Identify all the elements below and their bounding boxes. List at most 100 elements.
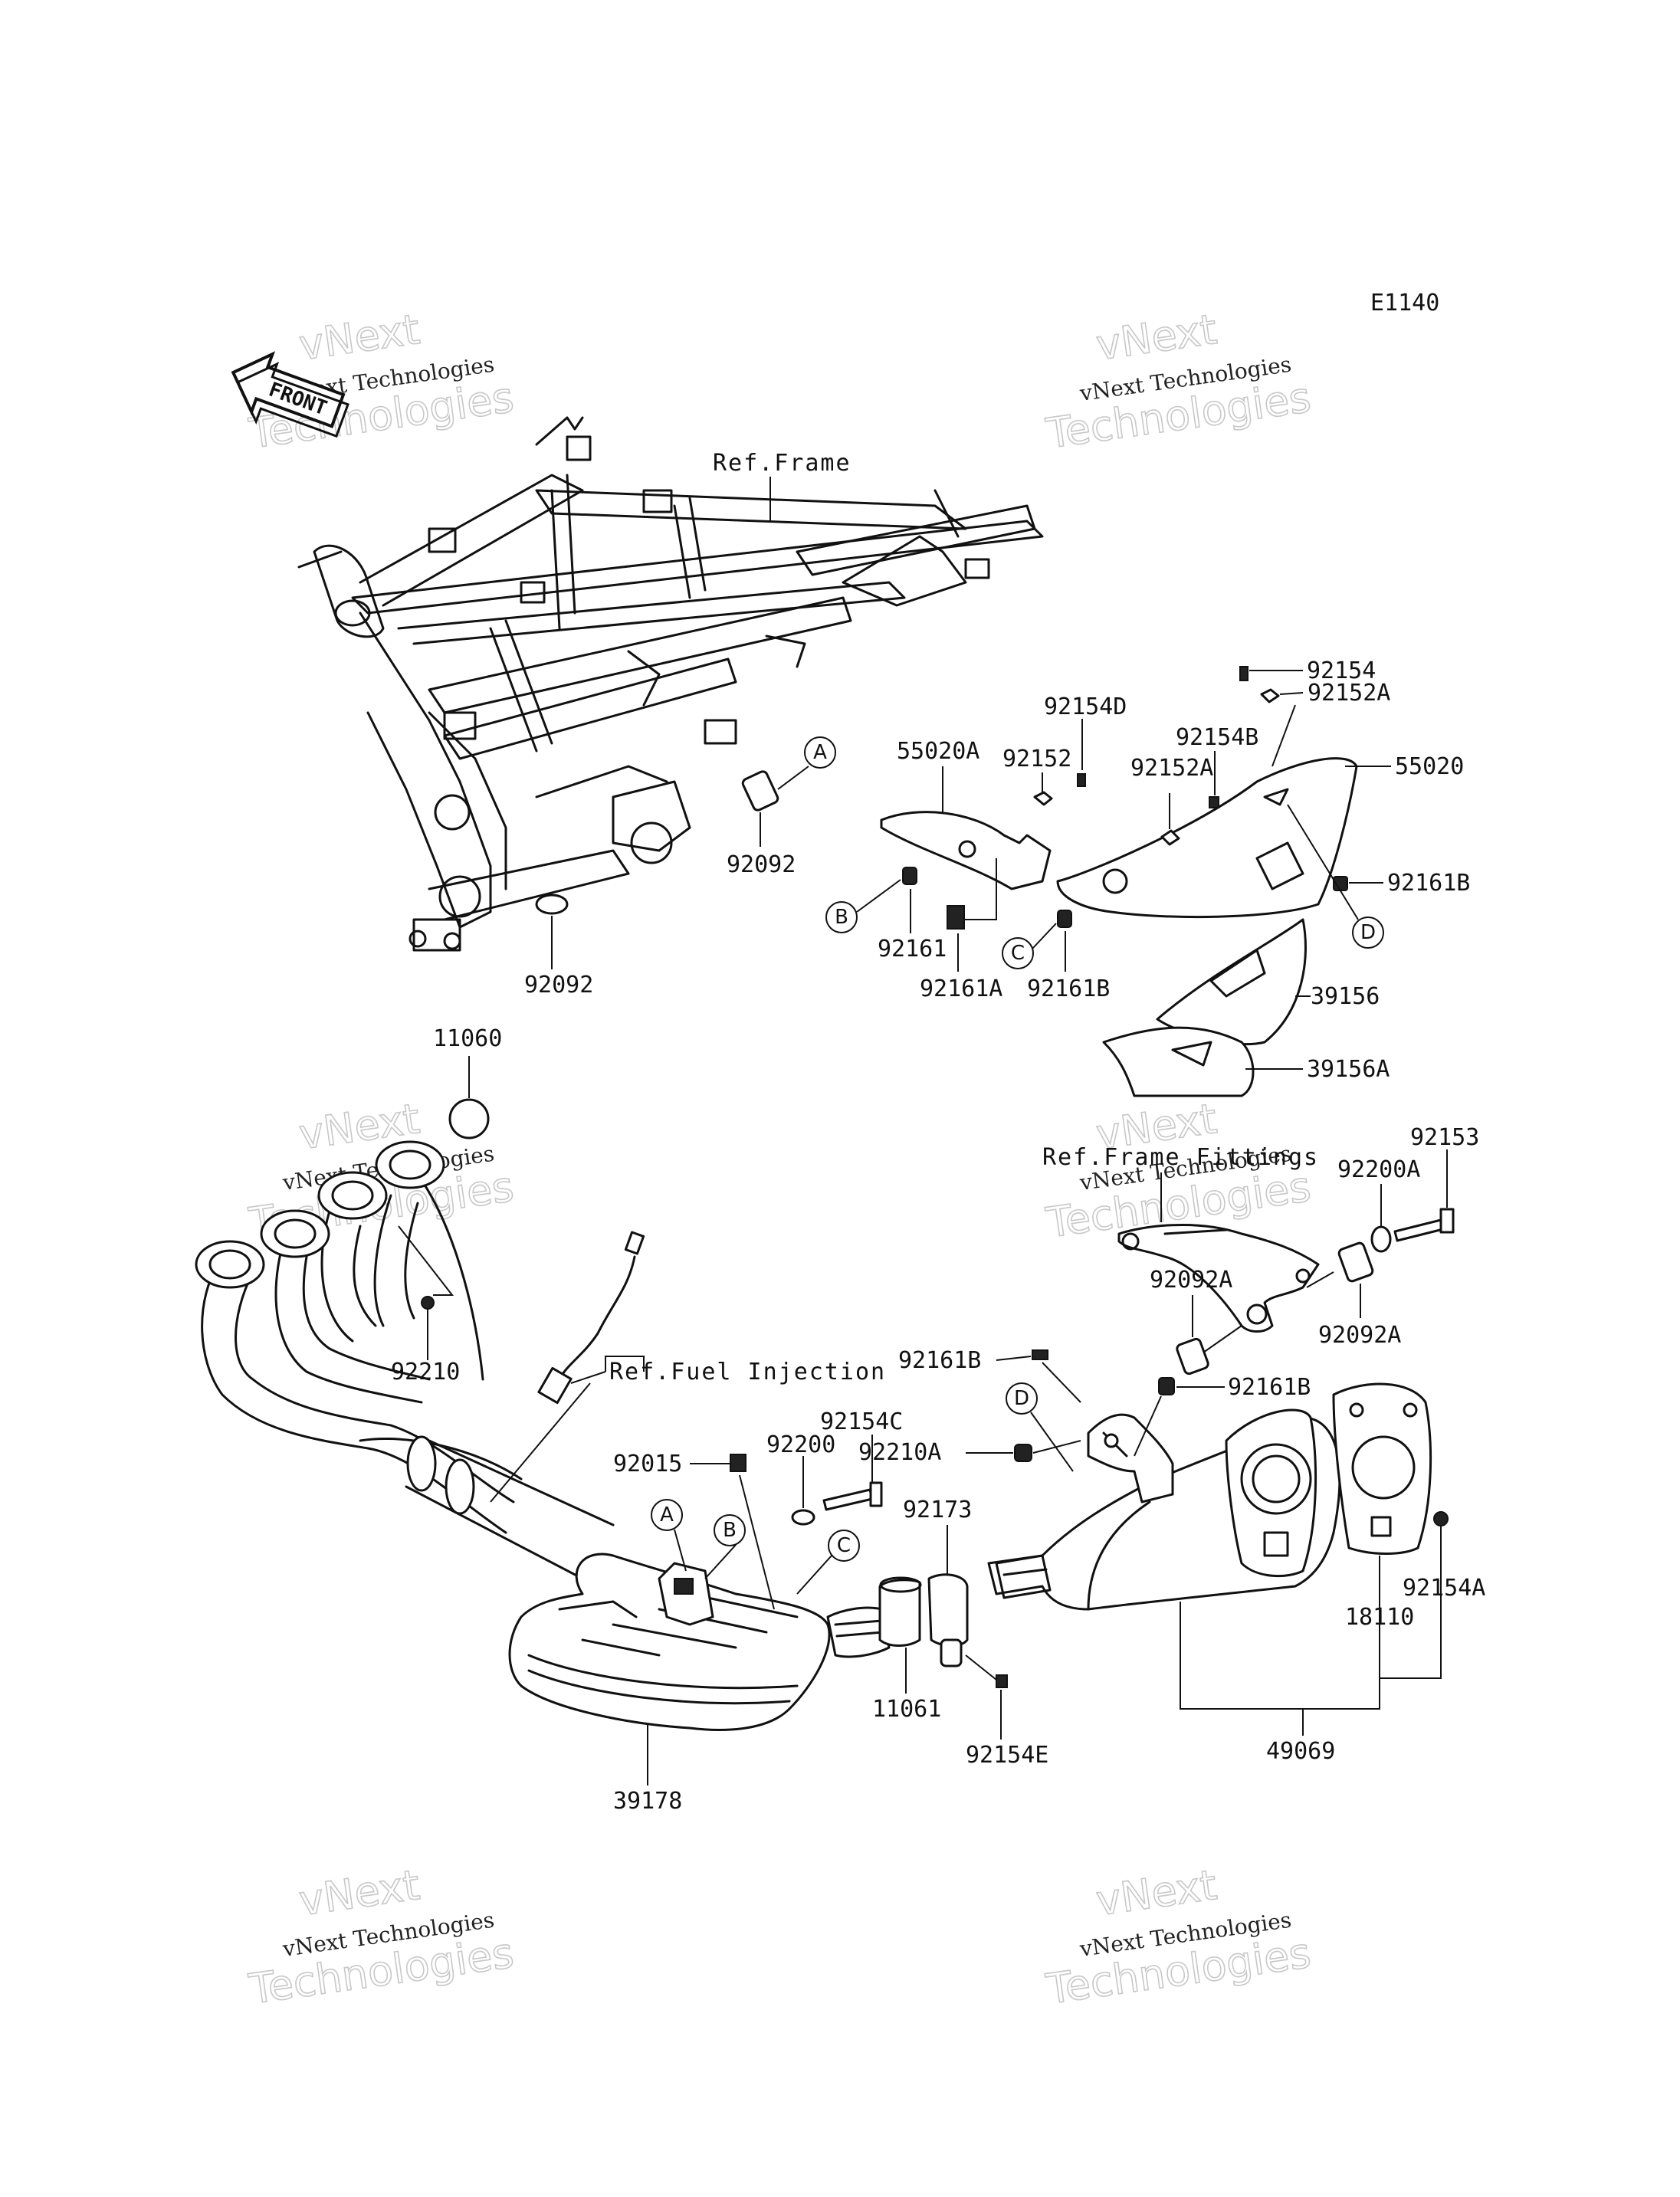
leader-callout-b-lower (704, 1544, 737, 1579)
callout-c-circle-lower (828, 1530, 860, 1562)
label-55020: 55020 (1395, 753, 1464, 780)
part-92161b-mid (1057, 910, 1072, 972)
label-92154e: 92154E (966, 1742, 1048, 1769)
label-92092-lower: 92092 (524, 972, 593, 998)
callout-a-lower: A (660, 1503, 674, 1526)
leader-fuel-injection-2 (570, 1371, 606, 1384)
label-92152a-top: 92152A (1308, 680, 1390, 707)
leader-callout-b (856, 879, 901, 913)
leader-fuel-injection (605, 1356, 645, 1372)
part-92154c (822, 1435, 883, 1511)
ref-frame-label: Ref.Frame (713, 450, 851, 477)
label-92015: 92015 (613, 1451, 682, 1477)
part-18110-cap (1332, 1382, 1432, 1602)
watermark-word: vNext (1093, 1861, 1219, 1925)
part-92161 (902, 867, 917, 933)
watermark-mid-right: vNext vNext Technologies Technologies (1042, 1094, 1314, 1248)
label-92210a: 92210A (858, 1439, 941, 1466)
callout-d-upper: D (1360, 921, 1376, 944)
label-49069: 49069 (1266, 1738, 1335, 1765)
callout-b-circle-lower (714, 1514, 746, 1546)
diagram-code: E1140 (1370, 290, 1439, 316)
label-92210: 92210 (391, 1359, 460, 1385)
part-92092-upper (741, 766, 809, 847)
label-92092-upper: 92092 (727, 851, 796, 878)
label-92161b-low-left: 92161B (898, 1347, 981, 1374)
watermark-word: vNext (296, 1861, 422, 1925)
part-92200 (791, 1456, 815, 1526)
callout-c-circle (1002, 937, 1034, 969)
leader-49069-left (1180, 1602, 1380, 1710)
label-92154d: 92154D (1044, 694, 1127, 720)
callout-b-upper: B (835, 906, 848, 929)
part-92173 (927, 1525, 969, 1667)
part-92161b-low-right (1134, 1377, 1225, 1457)
part-39156a-shield (1102, 1026, 1255, 1097)
part-11061 (878, 1576, 922, 1694)
part-o2-sensor (537, 1231, 645, 1405)
part-39156-shield (1156, 918, 1307, 1046)
part-header-pipes (195, 1140, 615, 1580)
label-92161: 92161 (878, 936, 947, 962)
part-92092a-left (1176, 1295, 1242, 1376)
part-92153 (1393, 1149, 1455, 1242)
leader-callout-a-lower (674, 1529, 687, 1572)
label-11061: 11061 (872, 1696, 941, 1723)
leader-callout-c (1032, 923, 1057, 949)
leader-callout-d-lower (1030, 1412, 1074, 1472)
watermark-word: vNext (296, 305, 422, 369)
part-92152 (1033, 772, 1053, 806)
part-92092a-right (1306, 1241, 1374, 1318)
callout-c-lower: C (837, 1534, 851, 1557)
watermark-bottom-right: vNext vNext Technologies Technologies (1042, 1860, 1314, 2014)
label-18110: 18110 (1345, 1604, 1414, 1631)
part-92152a-top (1260, 688, 1304, 767)
part-92154 (1239, 666, 1303, 681)
callout-b-lower: B (723, 1519, 737, 1542)
callout-d-circle (1352, 917, 1384, 949)
part-92161b-low-left (996, 1349, 1081, 1403)
label-92154: 92154 (1307, 657, 1376, 684)
part-frame-fittings (1117, 1224, 1320, 1333)
label-92154b: 92154B (1176, 724, 1258, 751)
callout-a-upper: A (813, 741, 827, 764)
part-92154b (1209, 751, 1219, 808)
part-55020a-cover (880, 811, 1052, 930)
part-92210a (966, 1440, 1081, 1462)
part-55020-cover (1056, 757, 1358, 919)
frame-drawing (297, 416, 1044, 952)
callout-d-circle-lower (1006, 1382, 1038, 1415)
front-arrow-icon: FRONT (231, 351, 349, 438)
part-49069-muffler (987, 1408, 1341, 1611)
label-55020a: 55020A (897, 738, 979, 765)
label-92152a: 92152A (1130, 755, 1213, 782)
part-39178-chamber (508, 1553, 891, 1731)
callout-a-circle-lower (651, 1499, 683, 1531)
label-92200a: 92200A (1337, 1156, 1420, 1183)
callout-d-lower: D (1014, 1387, 1029, 1410)
label-92161a: 92161A (920, 976, 1002, 1002)
label-39178: 39178 (613, 1788, 682, 1815)
label-39156a: 39156A (1307, 1056, 1390, 1083)
part-11060-gasket (448, 1056, 490, 1139)
part-92161b-right (1333, 876, 1383, 891)
part-92092-lower (535, 894, 569, 969)
label-92092a-left: 92092A (1150, 1267, 1232, 1294)
part-92015 (690, 1454, 775, 1610)
watermark-bottom-left: vNext vNext Technologies Technologies (245, 1860, 517, 2014)
label-39156: 39156 (1311, 983, 1380, 1010)
label-92161b-right: 92161B (1387, 870, 1470, 897)
ref-frame-fittings-label: Ref.Frame Fittings (1042, 1144, 1319, 1171)
watermark-top-right: vNext vNext Technologies Technologies (1042, 304, 1314, 458)
part-92154d (1077, 719, 1086, 787)
part-92210 (398, 1225, 454, 1360)
label-92153: 92153 (1410, 1124, 1479, 1151)
part-92200a (1370, 1184, 1392, 1253)
label-92173: 92173 (903, 1497, 972, 1523)
ref-fuel-injection-label: Ref.Fuel Injection (609, 1359, 886, 1385)
label-11060: 11060 (433, 1025, 502, 1052)
part-92154a (1433, 1511, 1449, 1563)
label-92154c: 92154C (820, 1408, 903, 1435)
leader-49069-right (1380, 1556, 1442, 1679)
